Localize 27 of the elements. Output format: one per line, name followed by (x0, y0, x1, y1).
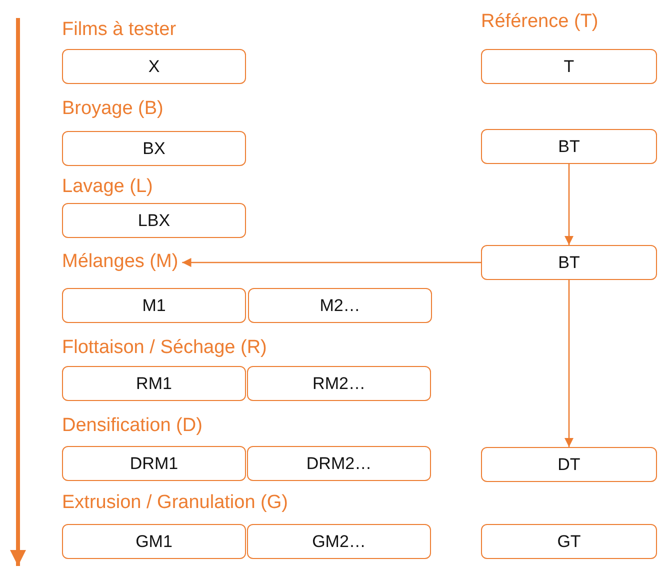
stage-heading: Référence (T) (481, 10, 598, 34)
sample-box: DRM1 (62, 446, 246, 481)
sample-box: DRM2… (247, 446, 431, 481)
stage-heading: Lavage (L) (62, 175, 153, 199)
stage-heading: Extrusion / Granulation (G) (62, 491, 288, 515)
sample-box: DT (481, 447, 657, 482)
sample-box: X (62, 49, 246, 84)
sample-box: BT (481, 129, 657, 164)
arrow (564, 280, 574, 447)
sample-box: BT (481, 245, 657, 280)
stage-heading: Densification (D) (62, 414, 202, 438)
sample-box: M1 (62, 288, 246, 323)
sample-box: GM1 (62, 524, 246, 559)
sample-box: GM2… (247, 524, 431, 559)
stage-heading: Flottaison / Séchage (R) (62, 336, 267, 360)
stage-heading: Mélanges (M) (62, 250, 178, 274)
sample-box: GT (481, 524, 657, 559)
sample-box: M2… (248, 288, 432, 323)
arrow (564, 164, 574, 245)
sample-box: LBX (62, 203, 246, 238)
sample-box: BX (62, 131, 246, 166)
stage-heading: Films à tester (62, 18, 176, 42)
sample-box: T (481, 49, 657, 84)
arrow (182, 258, 481, 268)
sample-box: RM2… (247, 366, 431, 401)
sample-box: RM1 (62, 366, 246, 401)
stage-heading: Broyage (B) (62, 97, 164, 121)
